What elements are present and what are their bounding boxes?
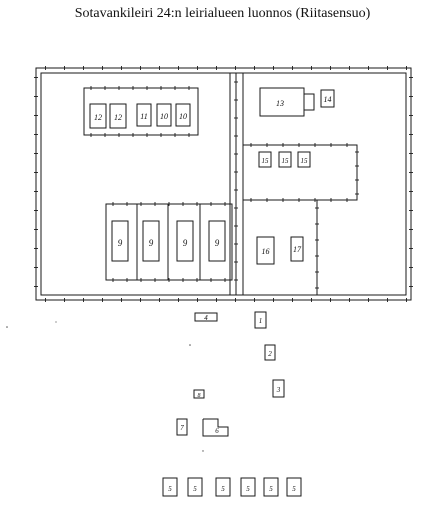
svg-text:15: 15 — [262, 157, 270, 165]
svg-text:3: 3 — [276, 386, 281, 394]
svg-text:5: 5 — [221, 485, 225, 493]
svg-text:15: 15 — [282, 157, 290, 165]
building-9-c: 9 — [176, 220, 194, 262]
building-12: 12 — [89, 103, 107, 129]
building-9-a: 9 — [111, 220, 129, 262]
svg-text:7: 7 — [180, 424, 184, 432]
building-2: 2 — [264, 344, 276, 361]
building-17: 17 — [290, 236, 304, 262]
building-6: 6 — [202, 418, 229, 437]
building-4: 4 — [194, 312, 218, 322]
svg-text:4: 4 — [204, 314, 208, 322]
svg-text:5: 5 — [269, 485, 273, 493]
svg-text:13: 13 — [276, 99, 284, 108]
svg-text:2: 2 — [268, 350, 272, 358]
svg-text:17: 17 — [293, 245, 302, 254]
building-11: 11 — [136, 103, 152, 127]
svg-text:5: 5 — [246, 485, 250, 493]
building-5-f: 5 — [286, 477, 302, 497]
building-14: 14 — [320, 89, 335, 108]
svg-text:8: 8 — [198, 393, 201, 399]
svg-text:12: 12 — [94, 113, 102, 122]
svg-text:11: 11 — [140, 112, 147, 121]
svg-text:5: 5 — [168, 485, 172, 493]
building-9-d: 9 — [208, 220, 226, 262]
building-5-b: 5 — [187, 477, 203, 497]
building-15-c: 15 — [297, 151, 311, 168]
svg-text:1: 1 — [259, 317, 263, 325]
building-7: 7 — [176, 418, 188, 436]
svg-text:9: 9 — [118, 238, 123, 248]
building-11-second: 10 — [175, 103, 191, 127]
enclosure-9-dividers — [136, 204, 201, 280]
inner-fences — [229, 73, 358, 295]
svg-text:10: 10 — [179, 112, 187, 121]
building-5-a: 5 — [162, 477, 178, 497]
building-1: 1 — [254, 311, 267, 329]
building-5-e: 5 — [263, 477, 279, 497]
svg-text:6: 6 — [215, 427, 219, 435]
svg-text:9: 9 — [149, 238, 154, 248]
building-9-b: 9 — [142, 220, 160, 262]
building-5-d: 5 — [240, 477, 256, 497]
svg-text:5: 5 — [292, 485, 296, 493]
scan-specks — [6, 321, 204, 452]
outer-fence — [35, 67, 412, 301]
building-8: 8 — [193, 389, 205, 399]
svg-text:9: 9 — [215, 238, 220, 248]
enclosure-12-10 — [83, 87, 199, 136]
building-5-c: 5 — [215, 477, 231, 497]
building-3: 3 — [272, 379, 285, 398]
svg-text:16: 16 — [262, 247, 270, 256]
building-15-b: 15 — [278, 151, 292, 168]
svg-text:12: 12 — [114, 113, 122, 122]
diagram-title: Sotavankileiri 24:n leirialueen luonnos … — [74, 6, 371, 21]
svg-text:9: 9 — [183, 238, 188, 248]
building-12-second: 12 — [109, 103, 127, 129]
fence-posts — [34, 66, 413, 302]
building-15-a: 15 — [258, 151, 272, 168]
svg-text:15: 15 — [301, 157, 309, 165]
svg-text:10: 10 — [160, 112, 168, 121]
svg-text:5: 5 — [193, 485, 197, 493]
building-13: 13 — [259, 87, 315, 117]
enclosure-9 — [105, 203, 233, 281]
svg-text:14: 14 — [324, 95, 332, 104]
building-10: 10 — [156, 103, 172, 127]
building-16: 16 — [256, 236, 275, 265]
